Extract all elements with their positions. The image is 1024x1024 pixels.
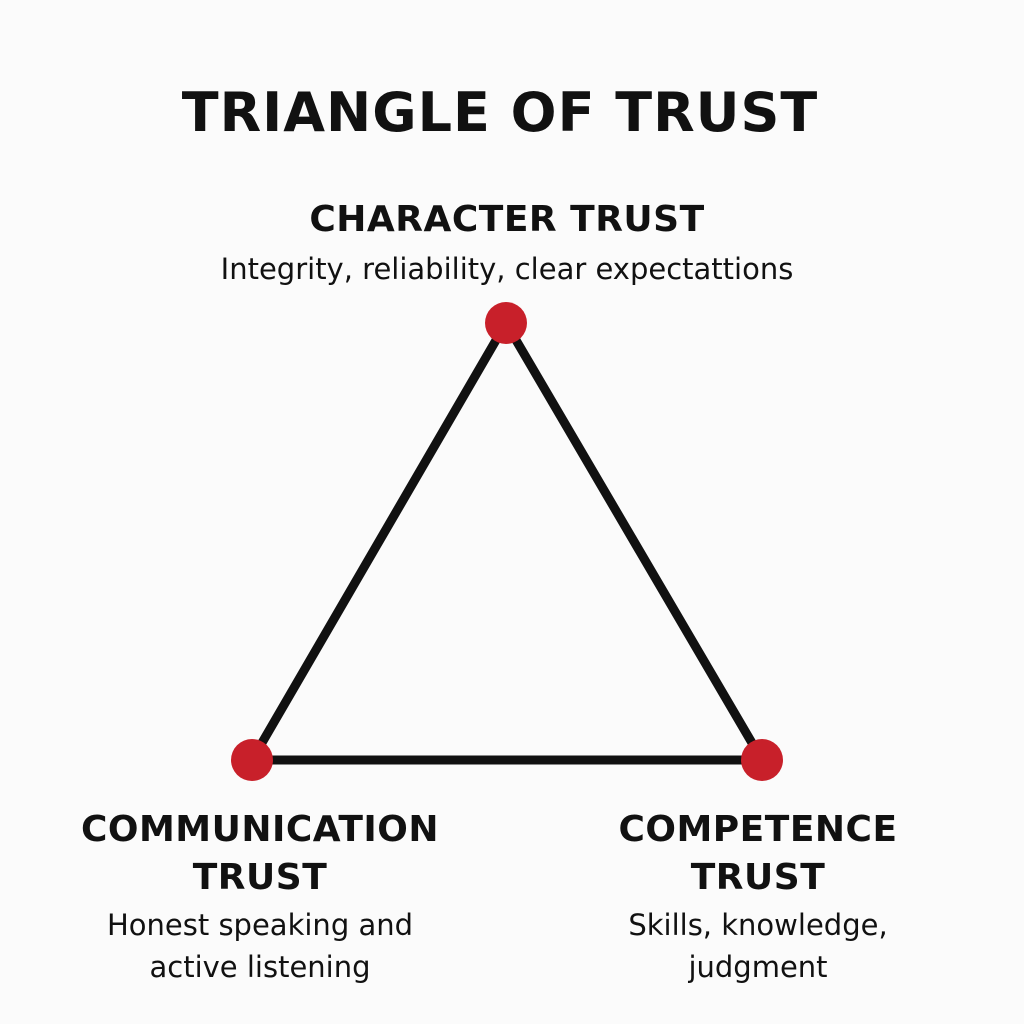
description-line: active listening bbox=[149, 950, 371, 984]
vertex-heading: CHARACTER TRUST bbox=[112, 196, 902, 244]
heading-line: TRUST bbox=[690, 857, 826, 898]
vertex-label-communication-trust: COMMUNICATION TRUST Honest speaking and … bbox=[60, 806, 460, 988]
heading-line: CHARACTER TRUST bbox=[309, 199, 705, 240]
heading-line: COMPETENCE bbox=[618, 809, 898, 850]
vertex-description: Honest speaking and active listening bbox=[60, 904, 460, 988]
node-bottom-right bbox=[741, 739, 783, 781]
vertex-heading: COMMUNICATION TRUST bbox=[60, 806, 460, 902]
description-line: Integrity, reliability, clear expectatti… bbox=[220, 252, 794, 286]
vertex-heading: COMPETENCE TRUST bbox=[578, 806, 938, 902]
node-top bbox=[485, 302, 527, 344]
vertex-description: Integrity, reliability, clear expectatti… bbox=[112, 248, 902, 290]
heading-line: COMMUNICATION bbox=[80, 809, 440, 850]
description-line: Skills, knowledge, bbox=[628, 908, 888, 942]
description-line: judgment bbox=[688, 950, 828, 984]
node-bottom-left bbox=[231, 739, 273, 781]
edge-right bbox=[501, 318, 767, 765]
diagram-title: TRIANGLE OF TRUST bbox=[181, 81, 819, 144]
vertex-description: Skills, knowledge, judgment bbox=[578, 904, 938, 988]
heading-line: TRUST bbox=[192, 857, 328, 898]
edge-left bbox=[247, 318, 511, 765]
vertex-label-character-trust: CHARACTER TRUST Integrity, reliability, … bbox=[112, 196, 902, 290]
description-line: Honest speaking and bbox=[106, 908, 413, 942]
vertex-label-competence-trust: COMPETENCE TRUST Skills, knowledge, judg… bbox=[578, 806, 938, 988]
